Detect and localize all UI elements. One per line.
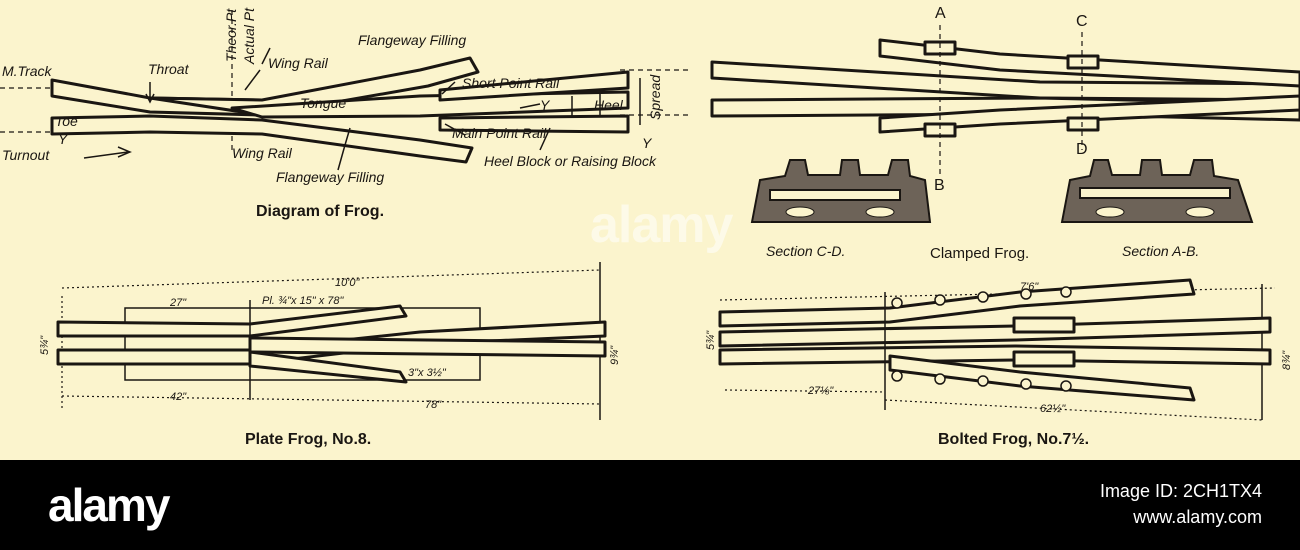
plate-frog: 10'0" 27" Pl. ¾"x 15" x 78" 42" 78" 5¾" … [39,262,621,448]
clamped-rail-1 [710,60,1300,102]
section-cd-drawing [750,159,932,223]
footer-logo[interactable]: alamy [48,479,170,531]
watermark: alamy [590,196,733,254]
label-y-right: Y [642,135,653,151]
dim-plate-overall: 10'0" [335,277,360,289]
label-turnout: Turnout [2,147,50,163]
label-tongue: Tongue [300,95,346,111]
diagram-of-frog: M.Track Throat Theor.Pt Actual Pt Wing R… [0,7,690,220]
footer-info: Image ID: 2CH1TX4 www.alamy.com [1100,478,1262,530]
section-point-d: D [1076,141,1088,158]
bolted-rail-1 [718,278,1196,328]
label-actual-pt: Actual Pt [241,7,257,65]
label-heel-block: Heel Block or Raising Block [484,153,657,169]
dim-plate-78: 78" [425,399,442,411]
main-point-rail [438,114,630,134]
section-point-b: B [934,177,945,194]
image-id: Image ID: 2CH1TX4 [1099,481,1262,501]
label-short-point-rail: Short Point Rail [462,75,560,91]
dim-bolted-right-gauge: 8¾" [1281,350,1293,370]
clamped-frog: A B C D Section C-D. Clamped Frog. [710,5,1300,262]
dim-plate-small: 3"x 3½" [408,367,447,379]
label-toe: Toe [55,113,78,129]
label-y-mid: Y [540,97,551,113]
plate-rail-3 [248,336,607,358]
caption-bolted-frog: Bolted Frog, No.7½. [938,431,1089,448]
label-main-track: M.Track [2,63,53,79]
dim-plate-right-gauge: 9¾" [609,345,621,365]
bolted-rail-4 [888,354,1196,402]
dim-bolted-length: 7'6" [1020,281,1039,293]
label-main-point-rail: Main Point Rail [452,125,547,141]
caption-diagram-of-frog: Diagram of Frog. [256,203,384,220]
short-point-rail [438,70,630,102]
frog-tongue [230,90,630,119]
dim-plate-27: 27" [169,297,187,309]
dim-plate-left-gauge: 5¾" [39,335,51,355]
caption-clamped-frog: Clamped Frog. [930,245,1029,262]
clamped-rail-4 [878,94,1300,134]
wing-rail-lower [50,114,474,164]
dim-bolted-left-gauge: 5¾" [705,330,717,350]
caption-plate-frog: Plate Frog, No.8. [245,431,371,448]
site-url[interactable]: www.alamy.com [1133,507,1262,527]
stock-footer-bar [0,460,1300,550]
label-wing-rail-top: Wing Rail [268,55,329,71]
section-point-a: A [935,5,946,22]
dim-plate-plate: Pl. ¾"x 15" x 78" [262,295,345,307]
bolted-frog: 7'6" 27⅛" 62½" 5¾" 8¾" Bolted Frog, No.7… [705,278,1293,448]
label-spread: Spread [647,74,663,120]
label-flangeway-top: Flangeway Filling [358,32,466,48]
frog-drawings-svg: M.Track Throat Theor.Pt Actual Pt Wing R… [0,5,1300,448]
label-section-cd: Section C-D. [766,243,845,259]
dim-plate-42: 42" [170,391,187,403]
label-y-left: Y [58,131,69,147]
label-heel: Heel [594,97,624,113]
plate-rail-4 [248,350,408,384]
plate-rail-1 [56,304,408,338]
label-throat: Throat [148,61,190,77]
label-wing-rail-bottom: Wing Rail [232,145,293,161]
section-point-c: C [1076,13,1088,30]
dim-bolted-62: 62½" [1040,403,1066,415]
section-ab-drawing [1060,159,1254,223]
bolted-rail-3 [718,344,1272,366]
label-theor-pt: Theor.Pt [223,8,239,62]
label-flangeway-bottom: Flangeway Filling [276,169,384,185]
engraving-plate: M.Track Throat Theor.Pt Actual Pt Wing R… [0,0,1300,460]
label-section-ab: Section A-B. [1122,243,1199,259]
dim-bolted-27: 27⅛" [807,385,834,397]
